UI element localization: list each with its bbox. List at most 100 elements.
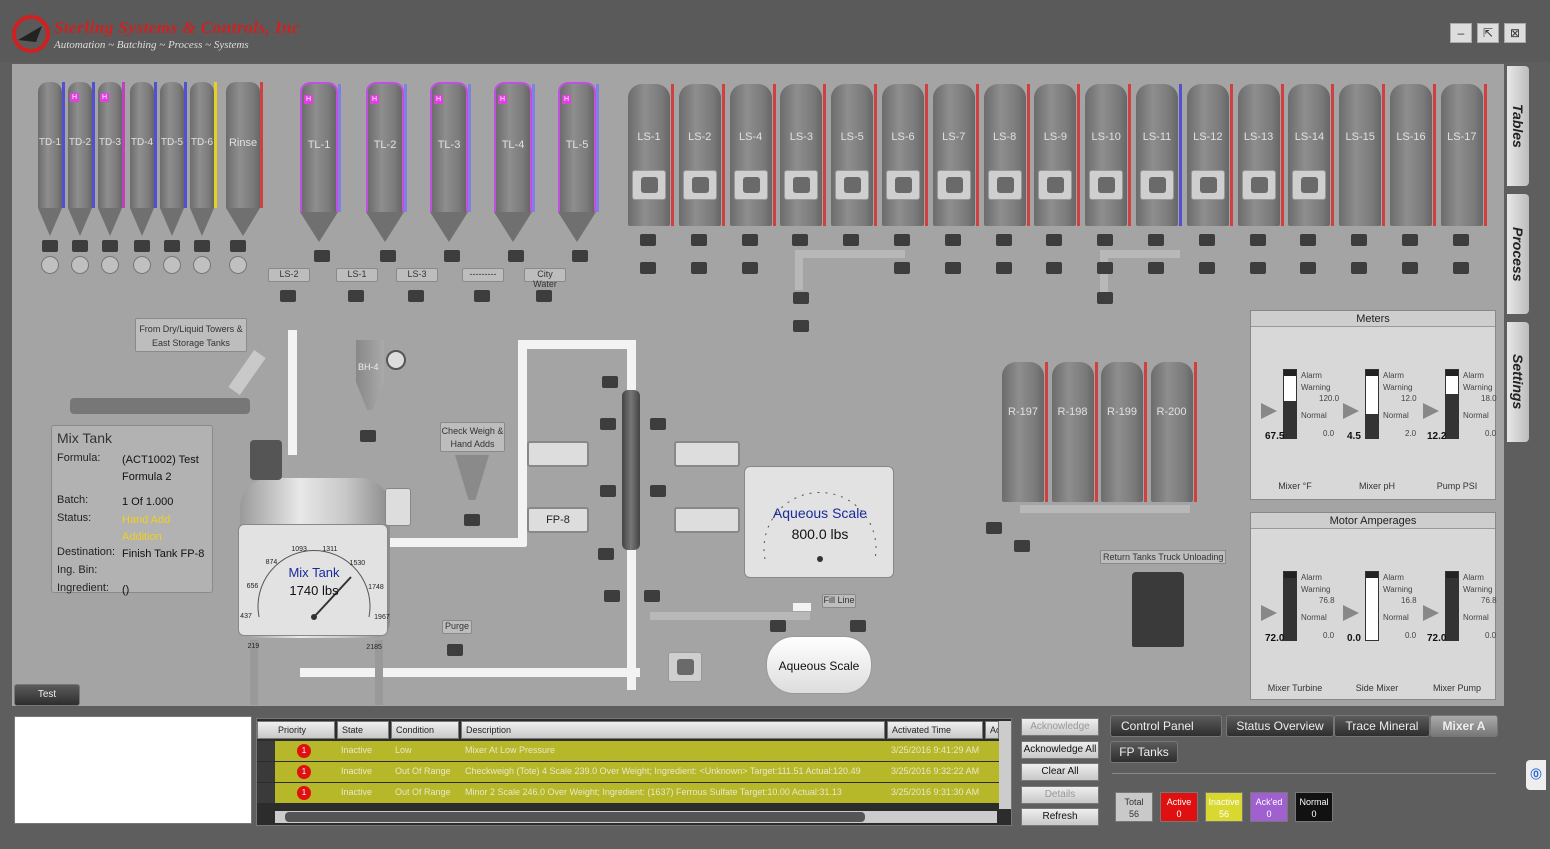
valve-icon[interactable]	[793, 292, 809, 304]
column-header[interactable]: Description	[461, 721, 885, 739]
horizontal-scrollbar[interactable]	[275, 811, 997, 823]
agitator-motor[interactable]	[987, 170, 1022, 200]
tank-ls-3[interactable]: LS-3	[780, 84, 827, 226]
valve-icon[interactable]	[690, 234, 707, 246]
valve-icon[interactable]	[1097, 234, 1114, 246]
tank-ls-7[interactable]: LS-7	[932, 84, 979, 226]
agitator-motor[interactable]	[733, 170, 768, 200]
valve-icon[interactable]	[380, 250, 396, 262]
valve-icon[interactable]	[741, 234, 758, 246]
valve-icon[interactable]	[1351, 234, 1368, 246]
column-header[interactable]: Activated Time	[887, 721, 983, 739]
valve-icon[interactable]	[1046, 234, 1063, 246]
tank-r-199[interactable]: R-199	[1101, 362, 1147, 502]
agitator-motor[interactable]	[1190, 170, 1225, 200]
tank-ls-12[interactable]: LS-12	[1186, 84, 1233, 226]
agitator-motor[interactable]	[1140, 170, 1174, 200]
valve-icon[interactable]	[1046, 262, 1063, 274]
nav-status-overview-button[interactable]: Status Overview	[1226, 715, 1334, 737]
valve-icon[interactable]	[894, 262, 910, 274]
help-icon[interactable]: ⓪	[1526, 760, 1546, 790]
tank-ls-8[interactable]: LS-8	[983, 84, 1030, 226]
valve-icon[interactable]	[995, 234, 1012, 246]
vertical-scrollbar[interactable]	[999, 721, 1011, 809]
agitator-motor[interactable]	[1241, 170, 1276, 200]
acknowledge-all-button[interactable]: Acknowledge All	[1021, 740, 1099, 759]
tower-td-1[interactable]: TD-1	[38, 82, 65, 208]
acknowledge-button[interactable]: Acknowledge	[1021, 718, 1099, 736]
valve-icon[interactable]	[102, 240, 118, 252]
valve-icon[interactable]	[1452, 234, 1469, 246]
valve-icon[interactable]	[230, 240, 246, 252]
valve-icon[interactable]	[194, 240, 210, 252]
valve-icon[interactable]	[690, 262, 707, 274]
valve-icon[interactable]	[640, 234, 656, 246]
valve-icon[interactable]	[134, 240, 150, 252]
valve-icon[interactable]	[1249, 234, 1266, 246]
tower-td-5[interactable]: TD-5	[160, 82, 187, 208]
agitator-motor[interactable]	[682, 170, 717, 200]
valve-icon[interactable]	[741, 262, 758, 274]
valve-icon[interactable]	[42, 240, 58, 252]
valve-icon[interactable]	[1148, 234, 1164, 246]
details-button[interactable]: Details	[1021, 785, 1099, 804]
agitator-motor[interactable]	[784, 170, 819, 200]
tower-td-4[interactable]: TD-4	[130, 82, 157, 208]
valve-icon[interactable]	[650, 418, 666, 430]
tab-tables[interactable]: Tables	[1507, 66, 1529, 186]
valve-icon[interactable]	[572, 250, 588, 262]
fp-box[interactable]	[674, 507, 740, 533]
valve-icon[interactable]	[1014, 540, 1030, 552]
agitator-motor[interactable]	[835, 170, 870, 200]
nav-trace-mineral-button[interactable]: Trace Mineral	[1334, 715, 1430, 737]
valve-icon[interactable]	[793, 320, 809, 332]
clear-all-button[interactable]: Clear All	[1021, 763, 1099, 781]
column-header[interactable]: State	[337, 721, 389, 739]
valve-icon[interactable]	[986, 522, 1002, 534]
fp8-box[interactable]: FP-8	[527, 507, 589, 533]
nav-fp-tanks-button[interactable]: FP Tanks	[1110, 741, 1178, 763]
valve-icon[interactable]	[843, 234, 860, 246]
fp-box[interactable]	[527, 441, 589, 467]
tank-ls-13[interactable]: LS-13	[1237, 84, 1284, 226]
valve-icon[interactable]	[650, 485, 666, 497]
valve-icon[interactable]	[536, 290, 552, 302]
valve-icon[interactable]	[348, 290, 364, 302]
valve-icon[interactable]	[1198, 234, 1215, 246]
agitator-motor[interactable]	[1038, 170, 1073, 200]
aqueous-scale-tank[interactable]: Aqueous Scale 262.0	[766, 636, 872, 731]
close-button[interactable]: ⊠	[1504, 23, 1526, 43]
valve-icon[interactable]	[1300, 234, 1317, 246]
valve-icon[interactable]	[1249, 262, 1266, 274]
valve-icon[interactable]	[464, 514, 480, 526]
column-header[interactable]: Priority	[257, 721, 335, 739]
valve-icon[interactable]	[1402, 262, 1418, 274]
tank-ls-2[interactable]: LS-2	[678, 84, 725, 226]
agitator-motor[interactable]	[886, 170, 920, 200]
valve-icon[interactable]	[72, 240, 88, 252]
valve-icon[interactable]	[1402, 234, 1418, 246]
tank-r-200[interactable]: R-200	[1150, 362, 1197, 502]
agitator-motor[interactable]	[1292, 170, 1327, 200]
tank-r-197[interactable]: R-197	[1002, 362, 1048, 502]
scrollbar-thumb[interactable]	[285, 812, 865, 822]
column-header[interactable]: Ac	[985, 721, 999, 739]
agitator-motor[interactable]	[936, 170, 971, 200]
tank-ls-16[interactable]: LS-16	[1390, 84, 1436, 226]
valve-icon[interactable]	[894, 234, 910, 246]
refresh-button[interactable]: Refresh	[1021, 808, 1099, 826]
tank-ls-4[interactable]: LS-4	[729, 84, 776, 226]
valve-icon[interactable]	[360, 430, 376, 442]
valve-icon[interactable]	[944, 234, 961, 246]
valve-icon[interactable]	[792, 234, 809, 246]
valve-icon[interactable]	[447, 644, 463, 656]
